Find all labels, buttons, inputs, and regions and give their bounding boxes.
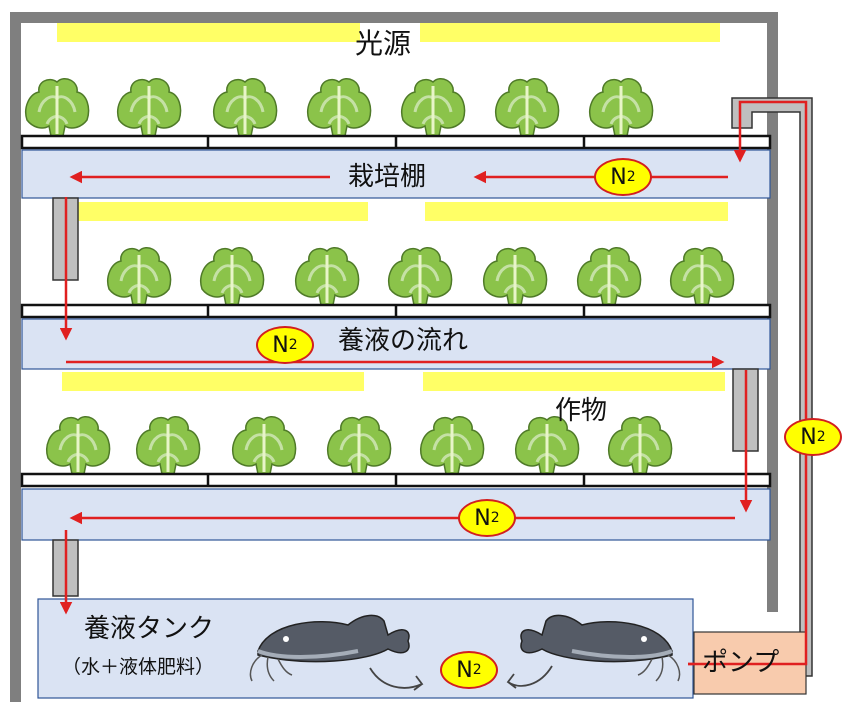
lettuce-icon [482, 246, 549, 307]
lettuce-icon [231, 415, 298, 476]
rack-frame [10, 12, 778, 702]
swim-arrows [369, 665, 553, 691]
flow-arrows [59, 100, 808, 666]
lettuce-icon [400, 77, 467, 138]
lettuce-icon [24, 77, 91, 138]
lettuce-icon [116, 77, 183, 138]
light-source-label: 光源 [355, 27, 412, 60]
lettuce-icon [199, 246, 266, 307]
lettuce-icon [494, 77, 561, 138]
light-bars [57, 23, 728, 391]
tray-dividers [206, 136, 586, 486]
lettuce-icon [387, 246, 454, 307]
catfish-icon [249, 614, 410, 682]
lettuce-icon [576, 246, 643, 307]
lettuce-icon [135, 415, 202, 476]
crops-label: 作物 [555, 396, 608, 426]
lettuce-icon [607, 415, 674, 476]
lettuce-icon [326, 415, 393, 476]
shelf-label: 栽培棚 [348, 162, 427, 192]
lettuce-icon [419, 415, 486, 476]
lettuce-icon [294, 246, 361, 307]
tank-subtitle: （水＋液体肥料） [62, 656, 215, 678]
lettuce-icon [212, 77, 279, 138]
lettuce-icon [45, 415, 112, 476]
flow-label: 養液の流れ [338, 326, 469, 356]
lettuce-icon [306, 77, 373, 138]
catfish-icon [520, 614, 681, 682]
lettuce-icon [669, 246, 736, 307]
pump-label: ポンプ [702, 648, 780, 678]
lettuce-icon [106, 246, 173, 307]
tank-title: 養液タンク [84, 614, 215, 644]
lettuce-icon [588, 77, 655, 138]
cultivation-shelves [21, 149, 771, 541]
